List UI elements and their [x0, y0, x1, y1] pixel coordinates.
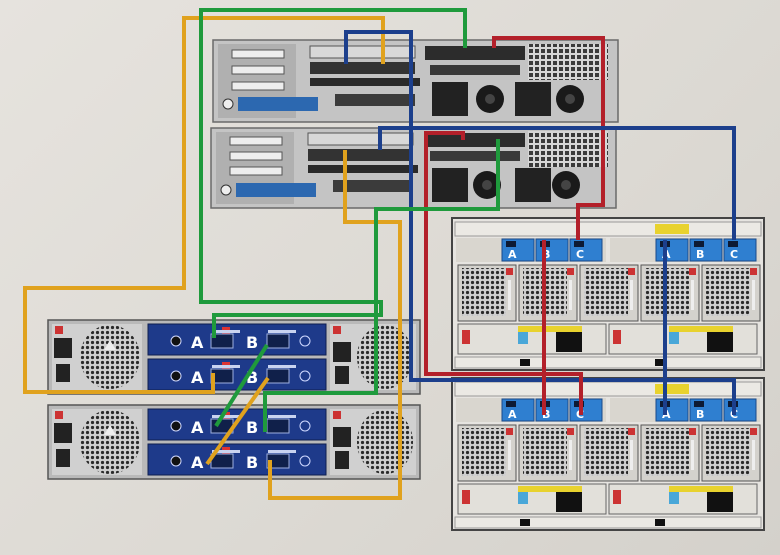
fan-grille-icon: [357, 410, 413, 474]
power-button-icon: [222, 98, 234, 110]
port-label: B: [696, 408, 704, 421]
power-socket-icon: [54, 338, 72, 358]
sas-port[interactable]: [210, 333, 234, 349]
fan-grille-icon: [706, 428, 750, 476]
fan-grille-icon: [80, 325, 140, 389]
warning-label: [655, 384, 689, 394]
cable-orange[interactable]: [268, 150, 402, 500]
hba-card-slot[interactable]: [308, 149, 413, 161]
port-label: B: [246, 333, 258, 352]
power-socket-icon: [333, 342, 351, 362]
cable-red[interactable]: [492, 36, 605, 240]
psu-1: [432, 82, 468, 116]
cable-green[interactable]: [199, 8, 467, 338]
hba-card-slot-right[interactable]: [425, 46, 525, 60]
fan-grille-icon: [523, 428, 567, 476]
server-1: [212, 39, 619, 123]
cable-green[interactable]: [263, 139, 500, 432]
hba-card-slot-right[interactable]: [425, 133, 525, 147]
sas-port[interactable]: [266, 333, 290, 349]
cables: [23, 8, 736, 500]
port-label: B: [542, 408, 550, 421]
port-label: A: [191, 453, 204, 472]
fan-grille-icon: [357, 325, 413, 389]
port-label: A: [191, 418, 204, 437]
port-label: B: [696, 248, 704, 261]
network-ports: [236, 183, 316, 197]
cable-green[interactable]: [214, 343, 269, 428]
port-label: A: [508, 248, 517, 261]
network-ports: [238, 97, 318, 111]
warning-label: [655, 224, 689, 234]
sas-port[interactable]: [266, 453, 290, 469]
port-label: A: [191, 333, 204, 352]
fan-grille-icon: [462, 428, 506, 476]
power-socket-icon: [556, 492, 582, 512]
port-label: A: [191, 368, 204, 387]
io-module-1: A B C: [456, 238, 606, 262]
server-2: [210, 127, 617, 209]
fan-grille-icon: [80, 410, 140, 474]
psu-2: [515, 168, 551, 202]
fan-grille-icon: [584, 428, 628, 476]
fan-grille-icon: [462, 268, 506, 316]
cable-red[interactable]: [424, 131, 583, 415]
port-label: B: [542, 248, 550, 261]
sas-port[interactable]: [266, 368, 290, 384]
port-label: B: [246, 418, 258, 437]
cable-orange[interactable]: [23, 16, 385, 394]
power-socket-icon: [333, 427, 351, 447]
power-socket-icon: [556, 332, 582, 352]
fan-grille-icon: [645, 428, 689, 476]
psu-1: [432, 168, 468, 202]
ethernet-ports: [335, 94, 415, 106]
psu-2: [515, 82, 551, 116]
cable-blue[interactable]: [344, 30, 736, 415]
power-socket-icon: [707, 492, 733, 512]
cable-blue[interactable]: [378, 126, 736, 240]
cable-orange[interactable]: [205, 376, 270, 466]
port-label: B: [246, 453, 258, 472]
port-label: A: [508, 408, 517, 421]
port-label: C: [730, 248, 738, 261]
fan-grille-icon: [584, 268, 628, 316]
sas-port[interactable]: [266, 418, 290, 434]
power-socket-icon: [54, 423, 72, 443]
port-label: C: [576, 248, 584, 261]
hba-card-slot[interactable]: [310, 62, 415, 74]
fan-grille-icon: [706, 268, 750, 316]
ethernet-ports: [333, 180, 413, 192]
power-socket-icon: [707, 332, 733, 352]
power-button-icon: [220, 184, 232, 196]
